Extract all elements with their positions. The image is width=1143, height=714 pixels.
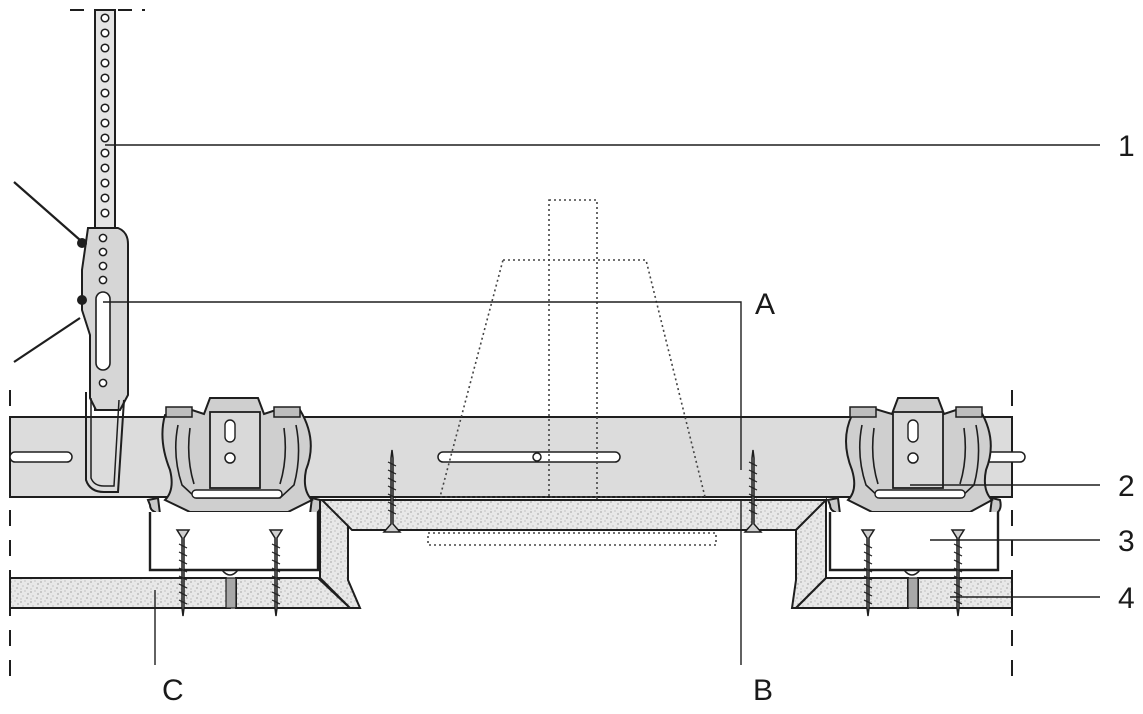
callout-4: 4	[1118, 582, 1135, 615]
leader-lines	[103, 144, 1100, 665]
callout-a: A	[755, 288, 775, 321]
callout-c: C	[162, 674, 184, 707]
callout-2: 2	[1118, 470, 1135, 503]
callout-1: 1	[1118, 130, 1135, 163]
plasterboard-left	[9, 577, 353, 609]
plasterboard-right	[793, 577, 1013, 609]
plasterboard-recess	[319, 497, 829, 609]
furring-channel-right	[828, 512, 1000, 576]
perforated-hanger	[13, 9, 129, 493]
callout-3: 3	[1118, 525, 1135, 558]
furring-channel-left	[148, 512, 320, 576]
callout-b: B	[753, 674, 773, 707]
